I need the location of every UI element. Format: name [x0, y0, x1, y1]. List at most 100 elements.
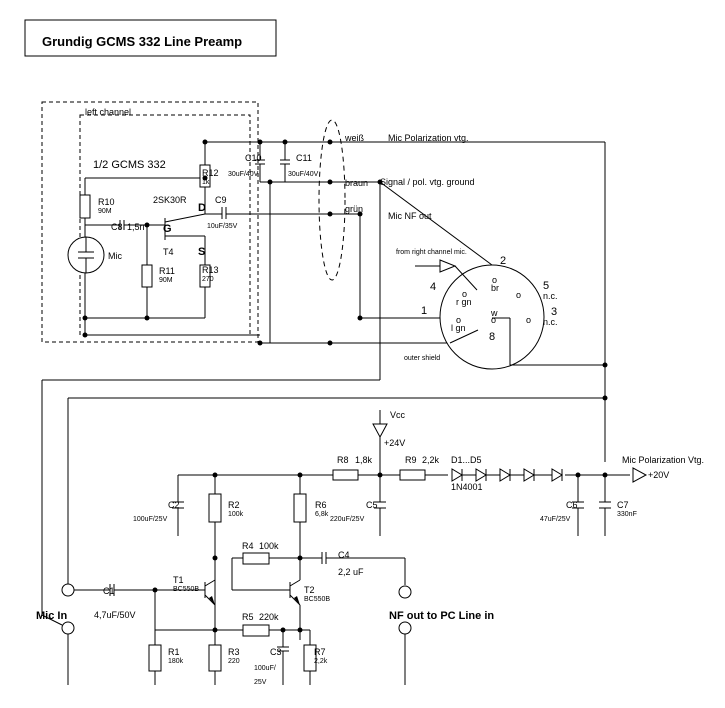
pin-3-dot: o [526, 315, 531, 325]
left-channel-label: left channel [85, 107, 131, 117]
c7-value: 330nF [617, 511, 637, 518]
mic-label: Mic [108, 251, 122, 261]
r13-value: 270 [202, 276, 214, 283]
pin-1-label: 1 [421, 305, 427, 317]
c9-label: C9 [215, 195, 227, 205]
mic-in-ground-terminal-icon[interactable] [61, 621, 75, 635]
r8-value: 1,8k [355, 455, 373, 465]
c5-value: 220uF/25V [330, 516, 365, 523]
nf-out-pc-label: NF out to PC Line in [389, 610, 494, 622]
r2-label: R2 [228, 500, 240, 510]
pin-5-nc: n.c. [543, 291, 558, 301]
pin-4-dot: o [462, 289, 467, 299]
c3-value: 100uF/ [254, 665, 276, 672]
title-box [24, 19, 277, 57]
from-right-channel-label: from right channel mic. [396, 249, 467, 256]
r12-value: 1k [202, 179, 210, 186]
signal-ground-label: Signal / pol. vtg. ground [380, 177, 475, 187]
r10-label: R10 [98, 197, 115, 207]
half-gcms-label: 1/2 GCMS 332 [93, 159, 166, 171]
wire-weiss-label: weiß [344, 133, 365, 143]
r5-label: R5 [242, 612, 254, 622]
mic-pol-vtg-out-label: Mic Polarization Vtg. [622, 455, 704, 465]
pin-8-color: w [490, 308, 498, 318]
mic-in-terminal-icon[interactable] [61, 583, 75, 597]
mic-nf-out-label: Mic NF out [388, 211, 432, 221]
wire-gruen-label: grün [345, 204, 363, 214]
c4-label: C4 [338, 550, 350, 560]
transistor-arrows [209, 596, 300, 605]
diode-chain-icon [451, 468, 563, 482]
c5-label: C5 [366, 500, 378, 510]
junction-dots-supply [212, 362, 608, 478]
pin-4-color: r gn [456, 297, 472, 307]
pin-5-label: 5 [543, 280, 549, 292]
r10-value: 90M [98, 208, 112, 215]
r7-value: 2,2k [314, 658, 328, 665]
pin-5-dot: o [516, 290, 521, 300]
outer-shield-label: outer shield [404, 355, 440, 362]
v20-label: +20V [648, 470, 669, 480]
c6-value: 47uF/25V [540, 516, 571, 523]
vcc-label: Vcc [390, 410, 406, 420]
t1-label: T1 [173, 575, 184, 585]
pin-3-label: 3 [551, 306, 557, 318]
r9-value: 2,2k [422, 455, 440, 465]
pin-8-label: 8 [489, 331, 495, 343]
r9-label: R9 [405, 455, 417, 465]
drain-label: D [198, 202, 206, 214]
r7-label: R7 [314, 647, 326, 657]
r4-label: R4 [242, 541, 254, 551]
c10-value: 30uF/40V [228, 171, 259, 178]
mic-in-label: Mic In [36, 610, 67, 622]
r11-value: 90M [159, 277, 173, 284]
r12-label: R12 [202, 168, 219, 178]
r13-label: R13 [202, 265, 219, 275]
c8-value: 1,5n [127, 222, 145, 232]
r1-label: R1 [168, 647, 180, 657]
c9-value: 10uF/35V [207, 223, 238, 230]
c4-value: 2,2 uF [338, 567, 364, 577]
mic-pol-vtg-label: Mic Polarization vtg. [388, 133, 469, 143]
pin-2-label: 2 [500, 255, 506, 267]
c11-value: 30uF/40V [288, 171, 319, 178]
r1-value: 180k [168, 658, 184, 665]
pin-4-label: 4 [430, 281, 436, 293]
pin-3-nc: n.c. [543, 317, 558, 327]
r5-value: 220k [259, 612, 279, 622]
nf-out-terminal-icon[interactable] [398, 585, 412, 599]
nf-out-ground-terminal-icon[interactable] [398, 621, 412, 635]
left-channel-outer-box [41, 101, 259, 343]
diode-type: 1N4001 [451, 482, 483, 492]
gate-label: G [163, 223, 172, 235]
c3-value-2: 25V [254, 679, 267, 686]
cable-shield-ellipse [318, 119, 346, 281]
t2-type: BC550B [304, 596, 330, 603]
t4-label: T4 [163, 247, 174, 257]
left-channel-inner-box [79, 114, 251, 336]
c10-label: C10 [245, 153, 262, 163]
supply-wiring [41, 379, 648, 626]
amp-wiring [68, 475, 406, 685]
v24-label: +24V [384, 438, 405, 448]
wire-braun-label: braun [345, 178, 368, 188]
pin-1-color: l gn [451, 323, 466, 333]
r11-label: R11 [159, 266, 175, 276]
c3-label: C3 [270, 647, 282, 657]
din-connector [379, 142, 606, 462]
pin-1-dot: o [456, 315, 461, 325]
c6-label: C6 [566, 500, 578, 510]
t2-label: T2 [304, 585, 315, 595]
junction-dots-amp [152, 555, 303, 633]
source-label: S [198, 246, 205, 258]
c2-label: C2 [168, 500, 180, 510]
pin-8-dot: o [491, 315, 496, 325]
r8-label: R8 [337, 455, 349, 465]
r3-label: R3 [228, 647, 240, 657]
diode-label: D1...D5 [451, 455, 482, 465]
r3-value: 220 [228, 658, 240, 665]
c7-label: C7 [617, 500, 629, 510]
c8-label: C8 [111, 222, 123, 232]
c11-label: C11 [296, 153, 312, 163]
r4-value: 100k [259, 541, 279, 551]
